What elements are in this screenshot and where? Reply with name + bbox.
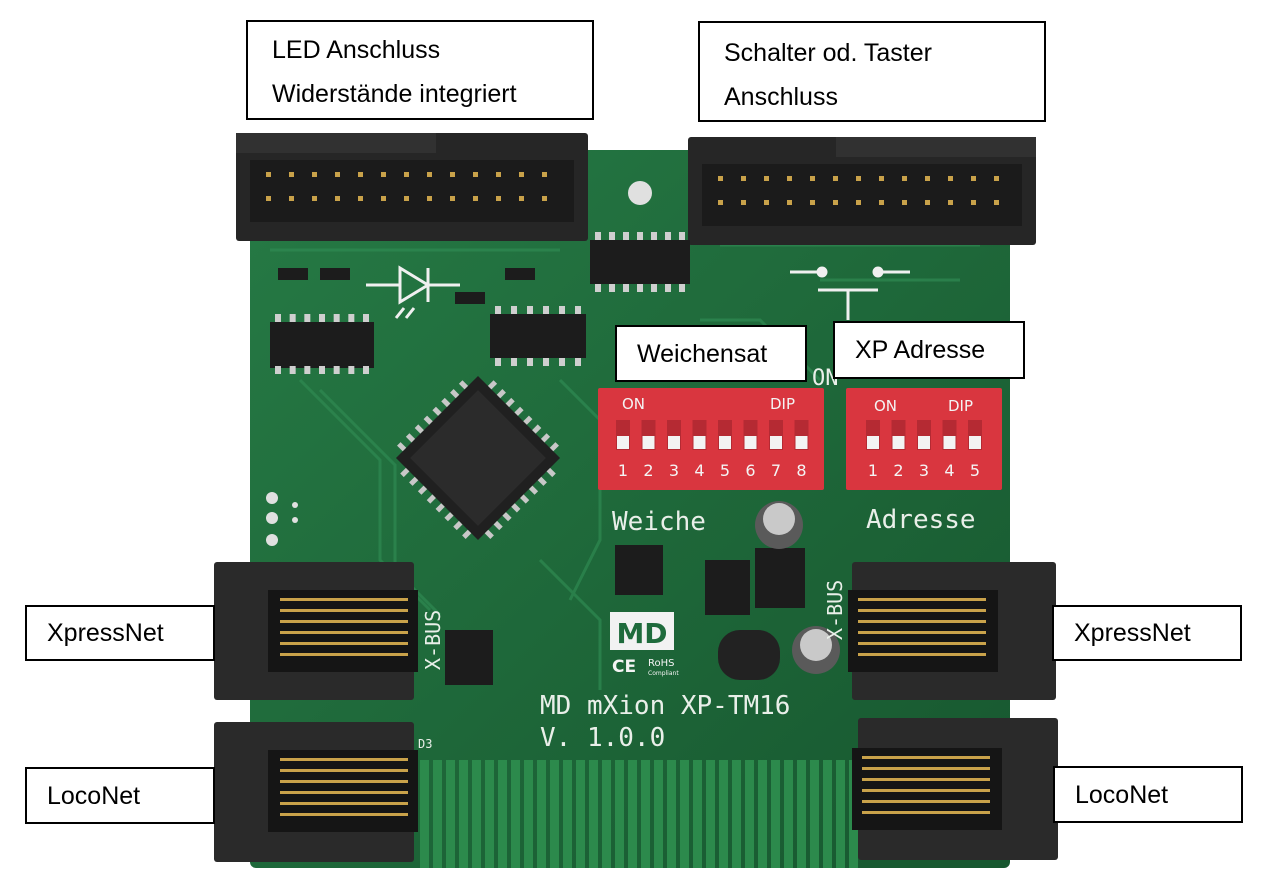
dip-number: 8	[796, 461, 806, 480]
switch-symbol-icon	[790, 266, 910, 320]
dip-number: 1	[868, 461, 878, 480]
silk-adresse: Adresse	[866, 505, 976, 535]
silk-weiche: Weiche	[612, 507, 706, 537]
capacitors	[718, 501, 840, 680]
rj-jack-xpressnet-left	[214, 562, 418, 700]
switch-header-connector	[688, 137, 1036, 245]
svg-text:DIP: DIP	[770, 395, 795, 413]
rohs-mark: RoHS	[648, 658, 674, 669]
md-logo: MD	[610, 612, 674, 650]
rj-jack-loconet-left	[214, 722, 418, 862]
led-symbol-icon	[366, 265, 460, 319]
svg-text:ON: ON	[622, 395, 645, 413]
dip-number: 4	[694, 461, 704, 480]
rohs-sub: Compliant	[648, 670, 679, 677]
dip-number: 1	[618, 461, 628, 480]
callout-loconet-left: LocoNet	[25, 767, 215, 824]
rj-jack-loconet-right	[852, 718, 1058, 860]
dip-number: 2	[643, 461, 653, 480]
svg-text:MD: MD	[616, 617, 667, 650]
silk-xbus-left: X-BUS	[421, 610, 445, 670]
callout-switch-line1: Schalter od. Taster	[724, 39, 932, 67]
callout-led-line2: Widerstände integriert	[272, 80, 517, 108]
svg-text:DIP: DIP	[948, 397, 973, 415]
dip-number: 3	[919, 461, 929, 480]
svg-text:ON: ON	[874, 397, 897, 415]
led-header-connector	[236, 133, 588, 241]
dip-number: 2	[893, 461, 903, 480]
dip-number: 3	[669, 461, 679, 480]
silk-d3: D3	[418, 737, 432, 751]
vias	[266, 181, 652, 546]
callout-switch-connector: Schalter od. Taster Anschluss	[698, 21, 1046, 122]
callout-xpressnet-right: XpressNet	[1052, 605, 1242, 661]
callout-xpressnet-left: XpressNet	[25, 605, 215, 661]
smd-components	[270, 240, 805, 685]
dip-number: 5	[970, 461, 980, 480]
silk-xbus-right: X-BUS	[823, 580, 847, 640]
callout-led-line1: LED Anschluss	[272, 36, 441, 64]
silk-board-name: MD mXion XP-TM16	[540, 691, 790, 721]
pcb-board	[250, 150, 1010, 868]
dip-number: 7	[771, 461, 781, 480]
dip-number: 4	[944, 461, 954, 480]
callout-weichensat: Weichensat	[615, 325, 807, 382]
callout-loconet-right: LocoNet	[1053, 766, 1243, 823]
edge-connector	[420, 760, 858, 868]
rj-jack-xpressnet-right	[848, 562, 1056, 700]
callout-switch-line2: Anschluss	[724, 83, 838, 111]
silk-version: V. 1.0.0	[540, 723, 665, 753]
dip-number: 6	[745, 461, 755, 480]
callout-led-connector: LED Anschluss Widerstände integriert	[246, 20, 594, 120]
dip-number: 5	[720, 461, 730, 480]
callout-xp-adresse: XP Adresse	[833, 321, 1025, 379]
ce-mark: CE	[612, 657, 636, 677]
